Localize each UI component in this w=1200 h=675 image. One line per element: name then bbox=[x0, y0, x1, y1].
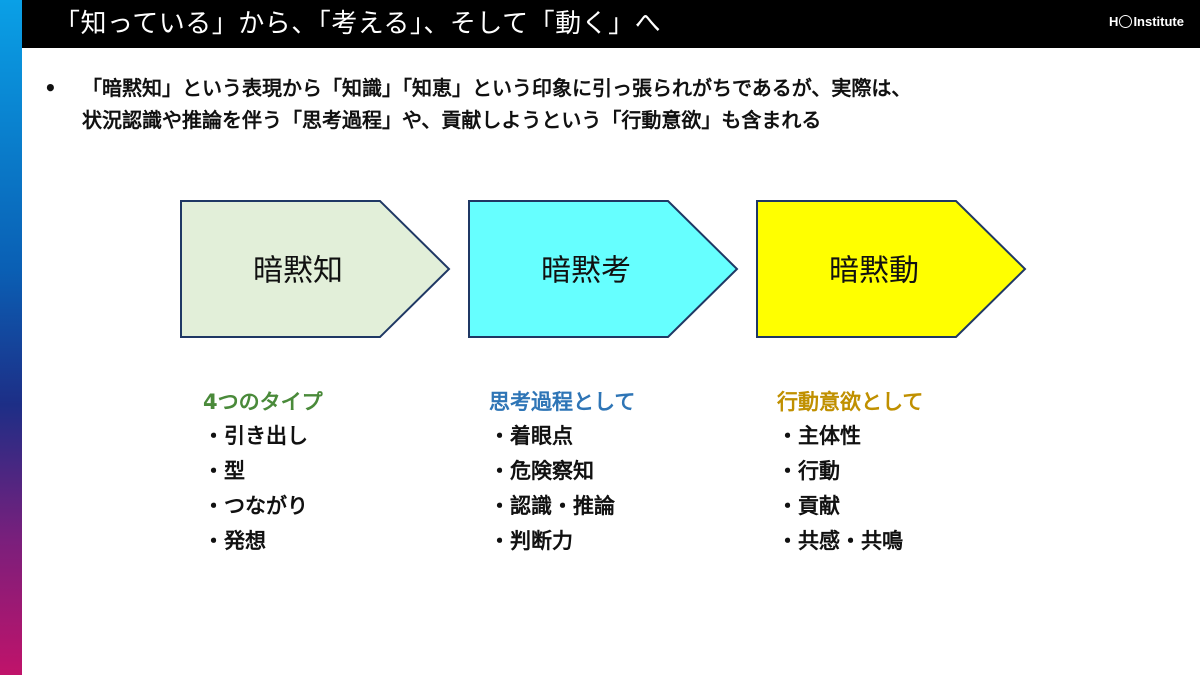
list-item: 貢献 bbox=[777, 489, 903, 524]
chevron-label-tacit-action: 暗黙動 bbox=[829, 254, 919, 289]
column-list-action: 主体性 行動 貢献 共感・共鳴 bbox=[777, 419, 903, 559]
bullet-marker: • bbox=[44, 76, 57, 100]
chevron-tacit-thinking bbox=[468, 200, 739, 338]
list-item: 引き出し bbox=[203, 419, 308, 454]
bullet-text: 「暗黙知」という表現から「知識」「知恵」という印象に引っ張られがちであるが、実際… bbox=[82, 76, 912, 132]
list-item: 危険察知 bbox=[489, 454, 615, 489]
list-item: 型 bbox=[203, 454, 308, 489]
chevron-tacit-action bbox=[756, 200, 1027, 338]
side-accent-bar bbox=[0, 0, 22, 675]
column-list-thinking: 着眼点 危険察知 認識・推論 判断力 bbox=[489, 419, 615, 559]
list-item: 発想 bbox=[203, 524, 308, 559]
title-bar: 「知っている」から、「考える」、そして「動く」へ H Institute bbox=[22, 0, 1200, 48]
chevron-label-tacit-thinking: 暗黙考 bbox=[541, 254, 631, 289]
list-item: 認識・推論 bbox=[489, 489, 615, 524]
chevron-label-tacit-knowledge: 暗黙知 bbox=[253, 254, 343, 289]
list-item: つながり bbox=[203, 489, 308, 524]
column-list-types: 引き出し 型 つながり 発想 bbox=[203, 419, 308, 559]
column-heading-action: 行動意欲として bbox=[777, 390, 924, 414]
logo-suffix: Institute bbox=[1133, 14, 1184, 29]
logo-mark-icon bbox=[1119, 15, 1133, 28]
logo-prefix: H bbox=[1109, 14, 1119, 29]
bullet-point: • 「暗黙知」という表現から「知識」「知恵」という印象に引っ張られがちであるが、… bbox=[44, 72, 1184, 136]
column-heading-types: 4つのタイプ bbox=[203, 390, 323, 414]
list-item: 主体性 bbox=[777, 419, 903, 454]
column-heading-thinking: 思考過程として bbox=[489, 390, 636, 414]
list-item: 行動 bbox=[777, 454, 903, 489]
list-item: 判断力 bbox=[489, 524, 615, 559]
list-item: 着眼点 bbox=[489, 419, 615, 454]
slide-title: 「知っている」から、「考える」、そして「動く」へ bbox=[54, 9, 662, 39]
list-item: 共感・共鳴 bbox=[777, 524, 903, 559]
chevron-tacit-knowledge bbox=[180, 200, 451, 338]
brand-logo: H Institute bbox=[1109, 14, 1184, 29]
